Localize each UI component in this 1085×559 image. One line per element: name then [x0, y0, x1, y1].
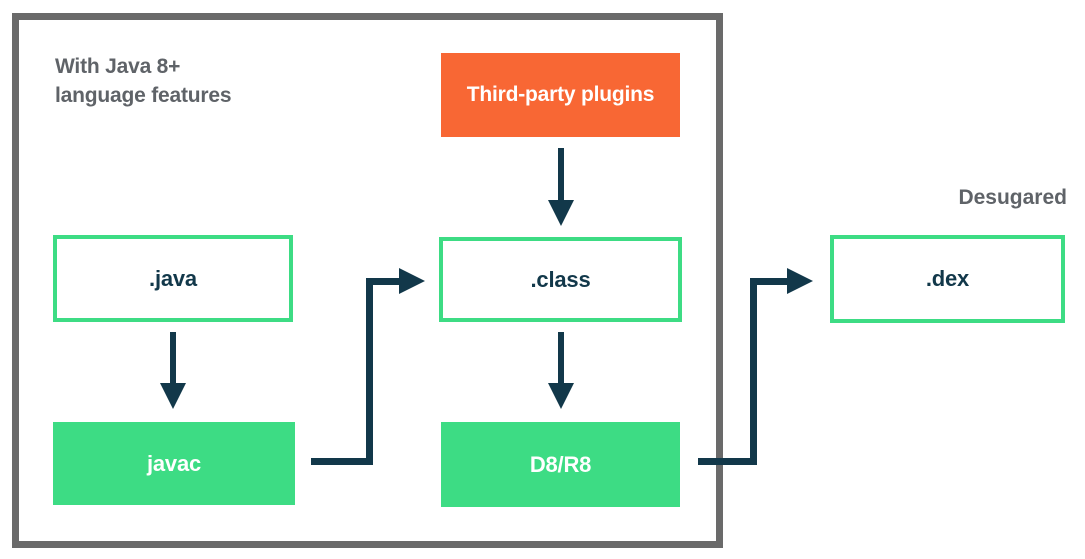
arrow-shaft	[558, 148, 564, 200]
node-class-files: .class	[439, 237, 682, 322]
node-dex-output-label: .dex	[925, 266, 970, 291]
node-javac-compiler-label: javac	[146, 450, 202, 476]
arrowhead-down-icon	[548, 383, 574, 409]
arrowhead-down-icon	[160, 383, 186, 409]
caption-java8-features: With Java 8+ language features	[55, 52, 232, 110]
connector-d8r8-to-dex-segment	[750, 278, 757, 465]
connector-d8r8-to-dex-segment	[750, 278, 788, 285]
arrow-shaft	[558, 332, 564, 383]
arrow-java-to-javac-icon	[160, 332, 186, 409]
desugared-label: Desugared	[958, 186, 1067, 209]
caption-line-1: With Java 8+	[55, 55, 181, 78]
node-dex-output: .dex	[830, 235, 1065, 323]
pipeline-boundary-box	[12, 13, 723, 548]
arrowhead-right-icon	[787, 268, 813, 294]
arrow-plugins-to-class-icon	[548, 148, 574, 226]
connector-javac-to-class-segment	[311, 458, 373, 465]
node-d8-r8: D8/R8	[441, 422, 680, 507]
arrowhead-right-icon	[399, 268, 425, 294]
connector-javac-to-class-segment	[366, 278, 400, 285]
node-java-source: .java	[53, 235, 293, 322]
node-third-party-plugins-label: Third-party plugins	[466, 83, 655, 106]
node-d8-r8-label: D8/R8	[529, 451, 592, 477]
node-third-party-plugins: Third-party plugins	[441, 53, 680, 137]
arrow-class-to-d8r8-icon	[548, 332, 574, 409]
node-java-source-label: .java	[149, 265, 197, 291]
arrowhead-down-icon	[548, 200, 574, 226]
connector-d8r8-to-dex-segment	[698, 458, 757, 465]
connector-javac-to-class-segment	[366, 278, 373, 465]
node-class-files-label: .class	[530, 266, 591, 292]
node-javac-compiler: javac	[53, 422, 295, 505]
arrow-shaft	[170, 332, 176, 383]
caption-line-2: language features	[55, 84, 232, 107]
